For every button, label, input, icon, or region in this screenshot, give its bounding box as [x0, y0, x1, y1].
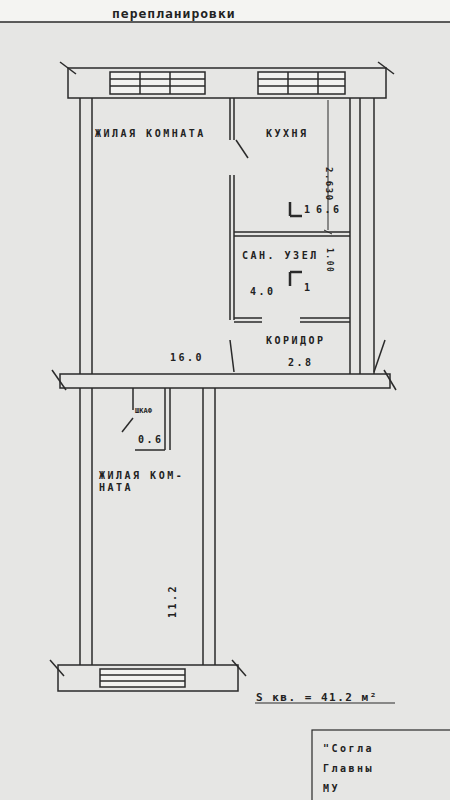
- room-area: 2.8: [288, 357, 314, 369]
- text-holder: Главны: [323, 757, 374, 776]
- room-area: 6.6: [316, 204, 342, 216]
- text-holder: 11.2: [167, 612, 201, 631]
- text-holder: КОРИДОР: [266, 329, 326, 348]
- total-area: S кв. = 41.2 м²: [256, 691, 378, 704]
- room-name: САН. УЗЕЛ: [242, 250, 319, 262]
- label-holder: 1.00: [334, 240, 359, 259]
- section-mark: 1: [304, 282, 312, 294]
- stamp-box: "СоглаГлавныМУ: [313, 731, 450, 800]
- room-name: "Согла: [323, 743, 374, 755]
- room-area: 0.6: [138, 434, 164, 446]
- text-holder: МУ: [323, 777, 340, 796]
- room-name: ЖИЛАЯ КОМНАТА: [95, 128, 206, 140]
- label-holder: перепланировки: [112, 3, 236, 22]
- room-area: Главны: [323, 763, 374, 775]
- text-holder: 4.0: [250, 280, 276, 299]
- text-holder: 0.6: [138, 428, 164, 447]
- room-name: ШКАФ: [135, 407, 152, 415]
- label-holder: S кв. = 41.2 м²: [256, 686, 378, 705]
- text-holder: "Согла: [323, 737, 374, 756]
- room-name: КУХНЯ: [266, 128, 309, 140]
- label-holder: 1: [304, 276, 312, 295]
- label-holder: 2.630: [334, 160, 369, 179]
- text-holder: 16.0: [170, 346, 204, 365]
- room-area: 11.2: [167, 584, 179, 618]
- room-name: ЖИЛАЯ КОМ- НАТА: [99, 470, 199, 494]
- text-holder: 2.8: [288, 351, 314, 370]
- text-holder: ШКАФ: [135, 398, 152, 417]
- room-box: КУХНЯ 6.6: [236, 100, 350, 230]
- room-box: ЖИЛАЯ КОМ- НАТА 11.2: [93, 390, 203, 664]
- header-text: перепланировки: [112, 6, 236, 22]
- section-mark: 1: [304, 204, 312, 216]
- text-holder: ЖИЛАЯ КОМ- НАТА: [99, 470, 199, 495]
- room-box: ЖИЛАЯ КОМНАТА 16.0: [92, 100, 230, 374]
- dimension: 2.630: [323, 167, 334, 202]
- text-holder: ЖИЛАЯ КОМНАТА: [95, 122, 206, 141]
- text-holder: КУХНЯ: [266, 122, 309, 141]
- room-box: КОРИДОР 2.8: [236, 323, 350, 373]
- dimension: 1.00: [324, 248, 334, 273]
- label-holder: 1: [304, 198, 312, 217]
- closet-box: ШКАФ0.6: [134, 390, 164, 418]
- text-holder: САН. УЗЕЛ: [242, 244, 319, 263]
- room-area: 16.0: [170, 352, 204, 364]
- room-area: 4.0: [250, 286, 276, 298]
- room-name: КОРИДОР: [266, 335, 326, 347]
- room-area: МУ: [323, 783, 340, 795]
